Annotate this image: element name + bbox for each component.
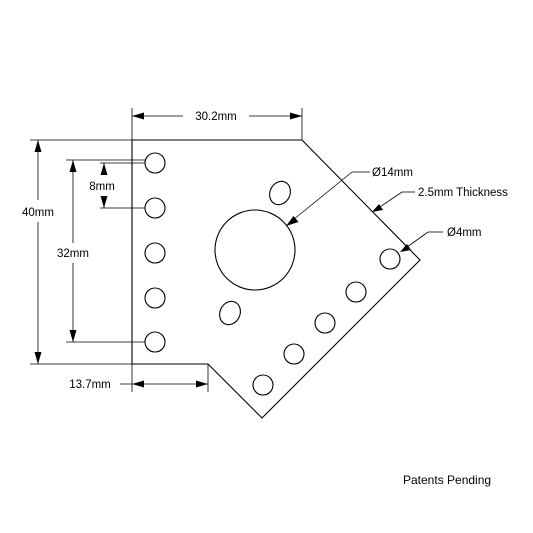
hole [252,374,274,396]
dimension-hole-span-label: 32mm [57,248,89,260]
hole [379,248,401,270]
hole [144,197,166,219]
left-hole-column [144,152,166,353]
dimension-bottom-edge-label: 13.7mm [69,379,111,391]
leader-center-bore: Ø14mm [286,167,413,226]
dimension-width-top: 30.2mm [131,108,303,140]
patents-pending-note: Patents Pending [403,473,491,487]
hole [283,343,305,365]
dimension-bottom-edge: 13.7mm [69,364,209,392]
dimension-hole-span: 32mm [57,159,145,343]
dimension-height-left-label: 40mm [22,207,54,219]
plate-outline [131,139,421,419]
slot-hole-upper [269,180,291,206]
hole [144,152,166,174]
dimension-width-top-label: 30.2mm [195,111,237,123]
hole [314,312,336,334]
hole [144,242,166,264]
hole [345,281,367,303]
leader-small-hole: Ø4mm [400,227,482,252]
dimension-hole-pitch-label: 8mm [89,181,115,193]
slot-hole-lower [219,300,241,326]
leader-thickness-label: 2.5mm Thickness [418,187,508,199]
dimension-height-left: 40mm [22,139,132,365]
hole [144,331,166,353]
hole [144,287,166,309]
leader-thickness: 2.5mm Thickness [372,187,508,212]
leader-small-hole-label: Ø4mm [447,227,482,239]
leader-center-bore-label: Ø14mm [372,167,413,179]
dimension-hole-pitch: 8mm [89,162,145,209]
diagonal-hole-row [252,248,401,396]
center-bore [214,209,296,291]
